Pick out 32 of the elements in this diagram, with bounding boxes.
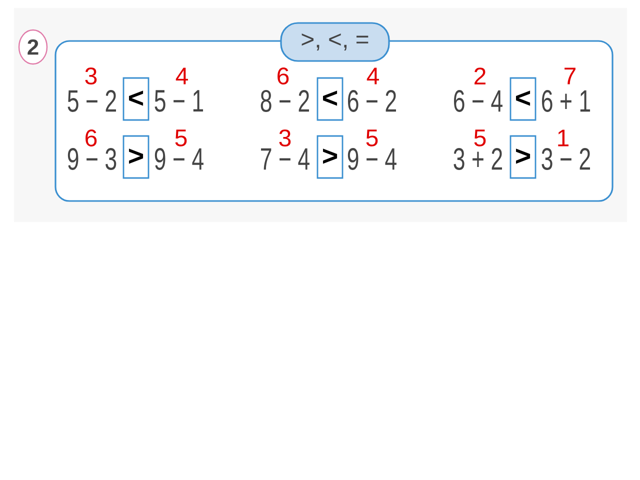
handwritten-answer: 3 xyxy=(279,130,291,146)
math-expression: 3 + 2 xyxy=(454,148,502,170)
handwritten-answer: 6 xyxy=(86,130,97,146)
handwritten-answer: 4 xyxy=(176,68,188,84)
handwritten-answer: 6 xyxy=(278,68,289,84)
math-expression: 5 − 2 xyxy=(68,90,116,112)
header-tab: >, <, = xyxy=(280,22,390,62)
math-expression: 9 − 4 xyxy=(348,148,396,170)
handwritten-answer: 7 xyxy=(564,68,576,84)
handwritten-answer: 1 xyxy=(558,130,568,146)
math-expression: 9 − 3 xyxy=(68,148,116,170)
answer-box: > xyxy=(510,135,536,179)
math-expression: 9 − 4 xyxy=(154,148,204,170)
math-expression: 8 − 2 xyxy=(260,90,309,112)
handwritten-answer: 2 xyxy=(474,68,486,84)
math-expression: 7 − 4 xyxy=(261,148,310,170)
answer-box: < xyxy=(510,77,536,121)
answer-box: < xyxy=(316,77,344,121)
handwritten-answer: 5 xyxy=(366,130,378,146)
math-expression: 3 − 2 xyxy=(542,148,590,170)
handwritten-answer: 5 xyxy=(175,130,187,146)
answer-box: > xyxy=(316,135,344,179)
math-expression: 6 − 4 xyxy=(454,90,502,112)
handwritten-answer: 3 xyxy=(85,68,97,84)
answer-box: > xyxy=(122,135,150,179)
math-expression: 5 − 1 xyxy=(154,90,204,112)
math-expression: 6 − 2 xyxy=(348,90,396,112)
task-number-badge: 2 xyxy=(18,29,48,65)
math-expression: 6 + 1 xyxy=(542,90,590,112)
handwritten-answer: 5 xyxy=(474,130,486,146)
handwritten-answer: 4 xyxy=(366,68,379,84)
answer-box: < xyxy=(122,77,150,121)
